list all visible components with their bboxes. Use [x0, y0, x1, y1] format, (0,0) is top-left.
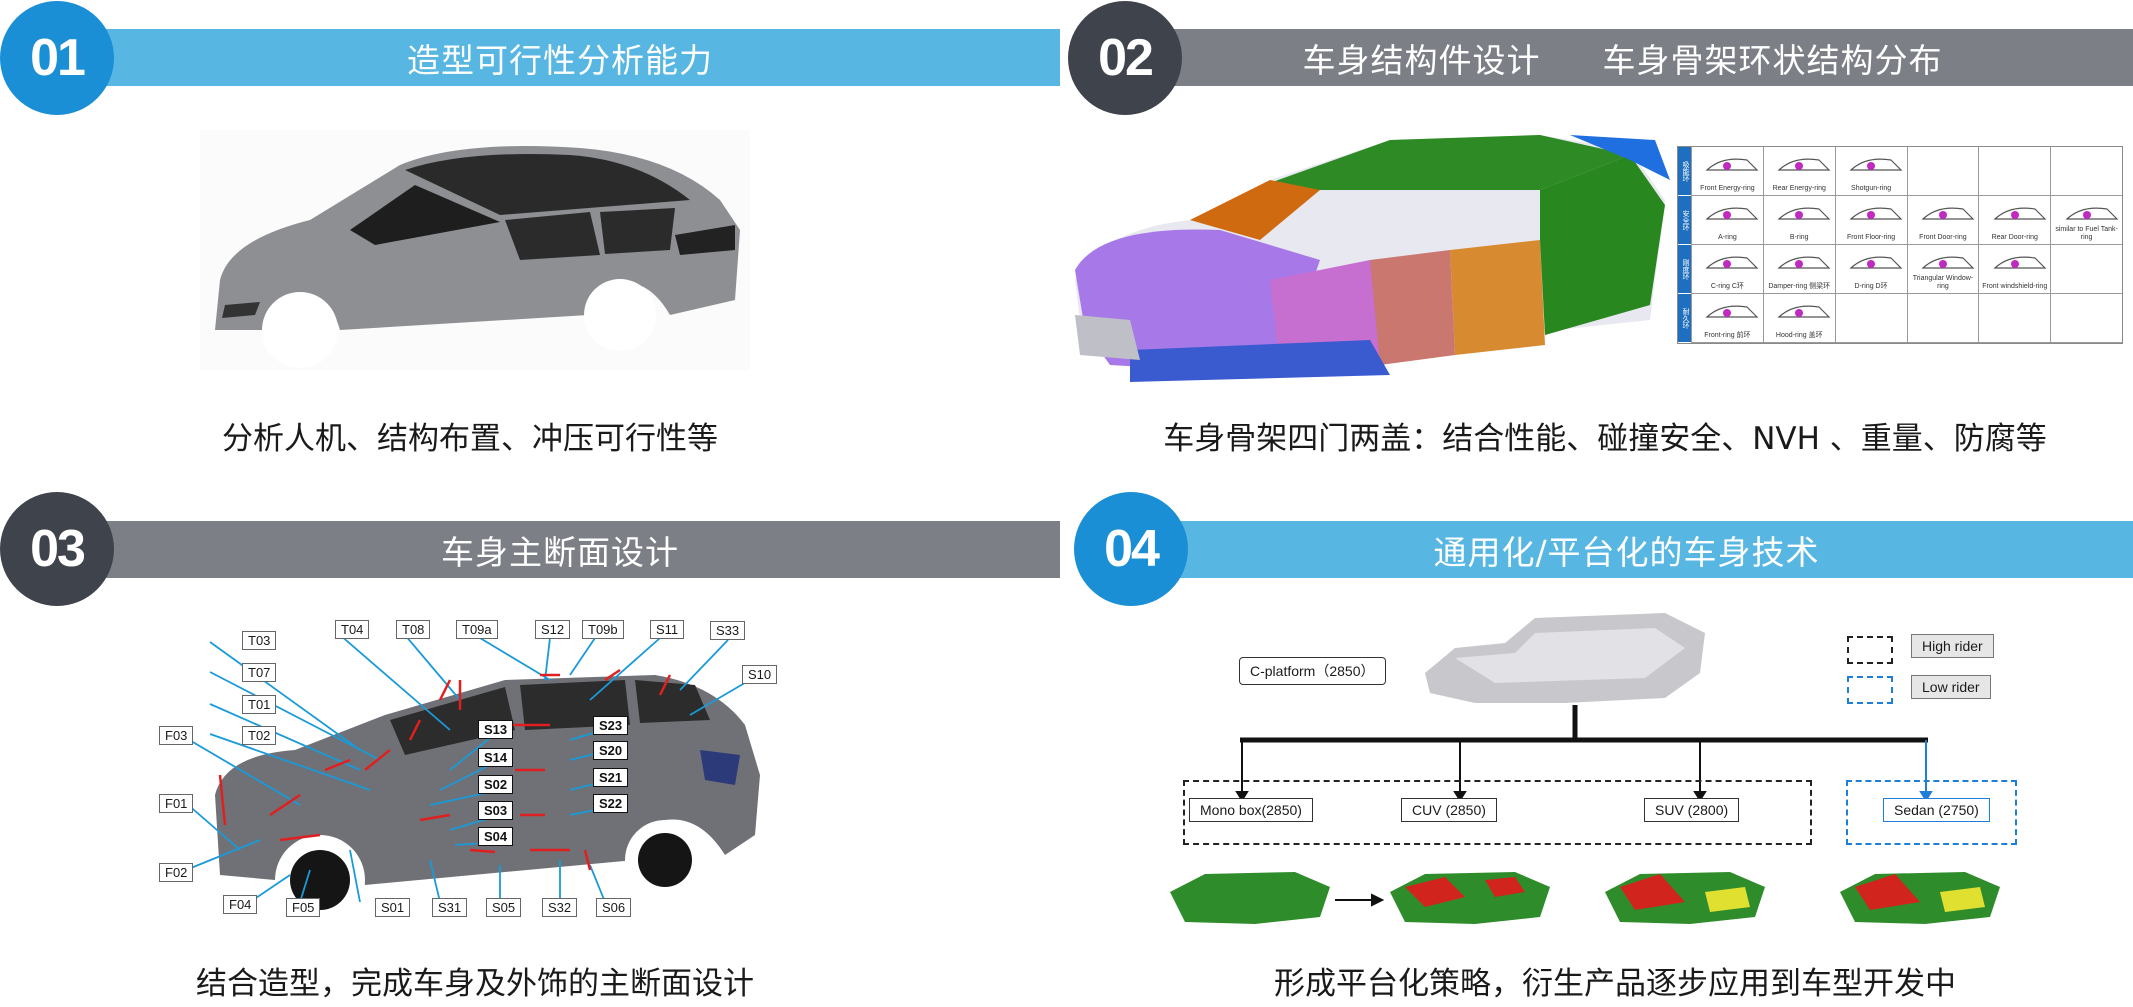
q4-platform-image	[1425, 613, 1705, 703]
legend-high-swatch	[1847, 636, 1893, 664]
q1-car-image	[200, 130, 750, 370]
section-tag-t04: T04	[335, 620, 370, 639]
section-tag-s20: S20	[593, 741, 629, 760]
ring-cell: B-ring	[1762, 196, 1835, 245]
q3-caption: 结合造型，完成车身及外饰的主断面设计	[196, 966, 754, 1002]
legend-low-label: Low rider	[1911, 675, 1991, 699]
ring-cell: similar to Fuel Tank-ring	[2050, 196, 2122, 245]
section-tag-s13: S13	[478, 720, 514, 739]
q4-number-badge: 04	[1074, 492, 1188, 606]
q2-title-band: 车身结构件设计 车身骨架环状结构分布	[1112, 29, 2133, 86]
q2-number-badge: 02	[1068, 1, 1182, 115]
section-tag-t09a: T09a	[456, 620, 498, 639]
ring-group-1: 安全环	[1678, 196, 1691, 245]
ring-cell: Hood-ring 盖环	[1762, 294, 1835, 343]
ring-cell: Shotgun-ring	[1834, 147, 1907, 196]
q2-ring-table: 吸能环 Front Energy-ring Rear Energy-ring S…	[1677, 146, 2123, 344]
section-tag-t08: T08	[396, 620, 431, 639]
section-tag-s14: S14	[478, 748, 514, 767]
ring-cell	[2050, 245, 2122, 294]
ring-cell: A-ring	[1691, 196, 1763, 245]
q1-number-badge: 01	[0, 1, 114, 115]
variant-mono-box: Mono box(2850)	[1189, 798, 1313, 822]
ring-cell: Rear Door-ring	[1978, 196, 2051, 245]
section-tag-s01: S01	[375, 898, 411, 917]
q3-number-badge: 03	[0, 492, 114, 606]
q4-tree-connectors	[1235, 705, 1933, 802]
section-tag-s32: S32	[542, 898, 578, 917]
section-tag-s03: S03	[478, 801, 514, 820]
q4-caption: 形成平台化策略，衍生产品逐步应用到车型开发中	[1274, 966, 1956, 1002]
variant-sedan: Sedan (2750)	[1883, 798, 1990, 822]
ring-cell: Rear Energy-ring	[1762, 147, 1835, 196]
q1-caption: 分析人机、结构布置、冲压可行性等	[222, 421, 718, 457]
high-rider-group-box	[1183, 780, 1812, 845]
q4-platform-variants-image	[1170, 872, 2000, 924]
ring-cell: Front Door-ring	[1906, 196, 1979, 245]
section-tag-s10: S10	[742, 665, 778, 684]
ring-cell	[2050, 294, 2122, 343]
section-tag-s21: S21	[593, 768, 629, 787]
section-tag-t09b: T09b	[582, 620, 624, 639]
section-tag-s22: S22	[593, 794, 629, 813]
section-tag-s02: S02	[478, 775, 514, 794]
variant-suv: SUV (2800)	[1644, 798, 1740, 822]
section-tag-f02: F02	[159, 863, 194, 882]
section-tag-t03: T03	[242, 631, 277, 650]
section-tag-s33: S33	[710, 621, 746, 640]
ring-cell: Front Floor-ring	[1834, 196, 1907, 245]
q2-subtitle: 车身骨架环状结构分布	[1602, 40, 1943, 80]
q3-title: 车身主断面设计	[441, 532, 679, 572]
ring-cell: C-ring C环	[1691, 245, 1763, 294]
ring-cell: Triangular Window-ring	[1906, 245, 1979, 294]
section-tag-f04: F04	[223, 895, 258, 914]
q1-title-band: 造型可行性分析能力	[60, 29, 1060, 86]
ring-cell: Damper-ring 侧梁环	[1762, 245, 1835, 294]
low-rider-group-box	[1846, 780, 2017, 845]
q1-title: 造型可行性分析能力	[407, 40, 713, 80]
section-tag-f03: F03	[159, 726, 194, 745]
section-tag-t02: T02	[242, 726, 277, 745]
ring-cell: Front-ring 前环	[1691, 294, 1763, 343]
section-tag-s04: S04	[478, 827, 514, 846]
q3-leader-lines	[185, 634, 756, 903]
q2-caption: 车身骨架四门两盖：结合性能、碰撞安全、NVH 、重量、防腐等	[1163, 421, 2047, 457]
section-tag-s23: S23	[593, 716, 629, 735]
ring-cell	[1906, 147, 1979, 196]
ring-cell: Front Energy-ring	[1691, 147, 1763, 196]
ring-cell	[1834, 294, 1907, 343]
ring-cell: D-ring D环	[1834, 245, 1907, 294]
ring-cell	[1978, 294, 2051, 343]
section-tag-s31: S31	[432, 898, 468, 917]
section-tag-s11: S11	[650, 620, 685, 639]
ring-cell: Front windshield-ring	[1978, 245, 2051, 294]
variant-cuv: CUV (2850)	[1401, 798, 1497, 822]
section-tag-t07: T07	[242, 663, 277, 682]
ring-cell	[2050, 147, 2122, 196]
q2-ring-thumbnails	[1705, 158, 2119, 318]
section-tag-s05: S05	[486, 898, 522, 917]
legend-low-swatch	[1847, 676, 1893, 704]
section-tag-s06: S06	[596, 898, 632, 917]
section-tag-f05: F05	[286, 898, 321, 917]
ring-group-2: 刚度环	[1678, 245, 1691, 294]
q2-title: 车身结构件设计	[1302, 40, 1541, 80]
ring-group-0: 吸能环	[1678, 147, 1691, 196]
platform-label: C-platform（2850）	[1239, 657, 1386, 685]
ring-group-3: 耐久环	[1678, 294, 1691, 343]
q2-body-in-white-image	[1075, 135, 1670, 382]
ring-cell	[1978, 147, 2051, 196]
section-tag-f01: F01	[159, 794, 194, 813]
section-tag-s12: S12	[535, 620, 571, 639]
legend-high-label: High rider	[1911, 634, 1994, 658]
section-tag-t01: T01	[242, 695, 277, 714]
q3-title-band: 车身主断面设计	[60, 521, 1060, 578]
q4-title-band: 通用化/平台化的车身技术	[1120, 521, 2133, 578]
ring-cell	[1906, 294, 1979, 343]
q4-title: 通用化/平台化的车身技术	[1433, 532, 1820, 572]
